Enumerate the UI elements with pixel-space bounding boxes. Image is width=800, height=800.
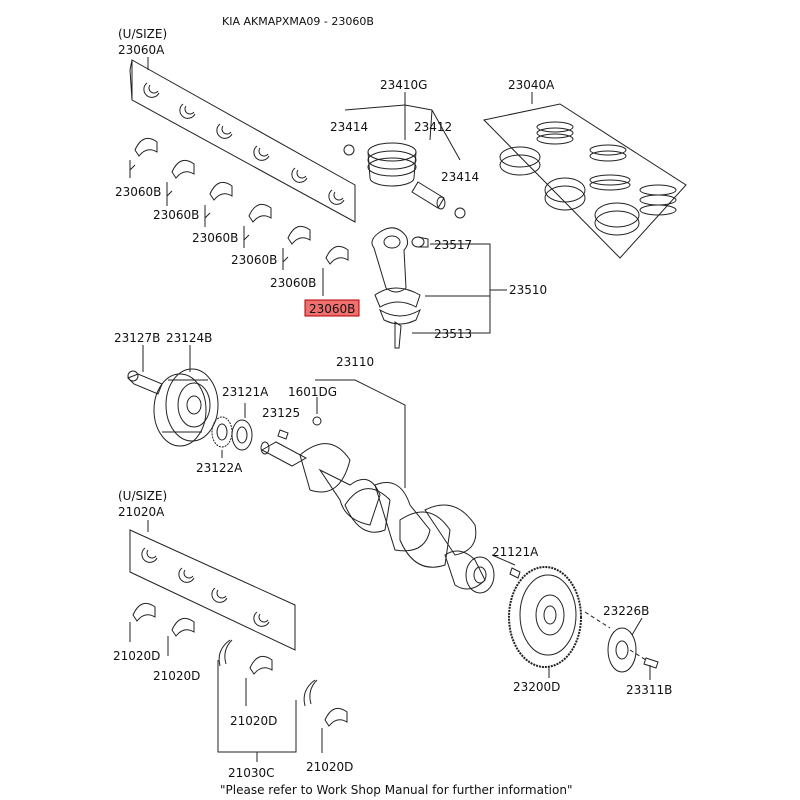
ring-set-23040a-box	[483, 103, 687, 259]
label-usize-bottom: (U/SIZE)	[118, 489, 167, 503]
piston-leaders	[344, 104, 461, 161]
label-23510[interactable]: 23510	[509, 283, 547, 297]
adapter-plate-23226b	[607, 627, 637, 673]
label-23121a[interactable]: 23121A	[222, 385, 269, 399]
label-23200d[interactable]: 23200D	[513, 680, 560, 694]
lower-bearing-shells-23060b	[129, 137, 349, 296]
pin-21121a	[509, 567, 521, 579]
diagram-title: KIA AKMAPXMA09 - 23060B	[222, 15, 374, 28]
label-23513[interactable]: 23513	[434, 327, 472, 341]
label-23414-left[interactable]: 23414	[330, 120, 368, 134]
piston-pin-23412	[411, 181, 446, 210]
rod-leaders	[412, 243, 507, 334]
label-23060b-5[interactable]: 23060B	[270, 276, 316, 290]
label-23414-right[interactable]: 23414	[441, 170, 479, 184]
label-23060a[interactable]: 23060A	[118, 43, 165, 57]
label-23122a[interactable]: 23122A	[196, 461, 243, 475]
crankshaft-23110	[260, 441, 495, 594]
upper-bearing-shells-23060a	[143, 82, 345, 205]
bearing-set-21020a-box	[129, 529, 296, 651]
label-23226b[interactable]: 23226B	[603, 604, 649, 618]
pin-1601dg	[312, 416, 322, 426]
piston-23410g	[367, 142, 417, 187]
label-usize-top: (U/SIZE)	[118, 27, 167, 41]
snap-ring-23414-right	[454, 207, 466, 219]
label-21121a[interactable]: 21121A	[492, 545, 539, 559]
label-23060b-1[interactable]: 23060B	[115, 185, 161, 199]
pulley-leaders	[142, 345, 191, 372]
selected-part-highlight	[304, 299, 360, 317]
label-23040a[interactable]: 23040A	[508, 78, 555, 92]
label-21020d-2[interactable]: 21020D	[153, 669, 200, 683]
label-23124b[interactable]: 23124B	[166, 331, 212, 345]
crankshaft-pulley-23124b	[153, 368, 219, 447]
small-end-bushing-23517	[411, 236, 429, 248]
label-23060b-4[interactable]: 23060B	[231, 253, 277, 267]
footer-note: "Please refer to Work Shop Manual for fu…	[220, 783, 572, 797]
sprocket-23122a	[211, 416, 233, 448]
label-21020d-4[interactable]: 21020D	[306, 760, 353, 774]
lower-main-bearings-21020d	[129, 602, 348, 753]
crankshaft-leader	[315, 379, 406, 488]
pulley-bolt-23127b	[127, 370, 163, 395]
piston-rings-23040a	[499, 121, 677, 236]
label-21030c[interactable]: 21030C	[228, 766, 275, 780]
timing-sprocket-23121a	[231, 419, 253, 451]
label-23060b-2[interactable]: 23060B	[153, 208, 199, 222]
label-23410g[interactable]: 23410G	[380, 78, 427, 92]
connecting-rod-23510	[371, 227, 422, 349]
flywheel-bolt-23311b	[643, 657, 659, 669]
label-21020d-3[interactable]: 21020D	[230, 714, 277, 728]
label-23060b-selected[interactable]: 23060B	[309, 302, 355, 316]
label-23060b-3[interactable]: 23060B	[192, 231, 238, 245]
bearing-set-23060a-box	[131, 59, 356, 223]
upper-main-bearings-21020a	[141, 547, 270, 627]
label-1601dg[interactable]: 1601DG	[288, 385, 337, 399]
label-23311b[interactable]: 23311B	[626, 683, 672, 697]
snap-ring-23414-left	[343, 144, 355, 156]
label-21020d-1[interactable]: 21020D	[113, 649, 160, 663]
flywheel-23200d	[508, 566, 582, 668]
label-23127b[interactable]: 23127B	[114, 331, 160, 345]
key-23125	[277, 429, 289, 440]
label-23110[interactable]: 23110	[336, 355, 374, 369]
label-23517[interactable]: 23517	[434, 238, 472, 252]
label-21020a[interactable]: 21020A	[118, 505, 165, 519]
label-23412[interactable]: 23412	[414, 120, 452, 134]
label-23125[interactable]: 23125	[262, 406, 300, 420]
thrust-washers-21030c	[217, 639, 318, 762]
